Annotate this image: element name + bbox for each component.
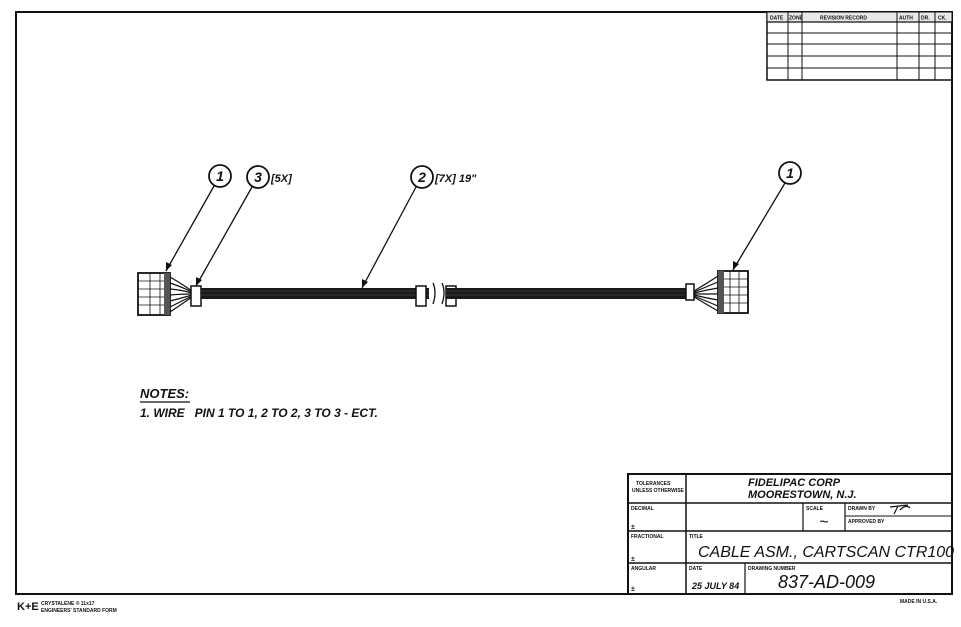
rev-header-record: REVISION RECORD bbox=[820, 16, 867, 22]
callouts: 1 3 [5X] 2 [7X] 19" 1 bbox=[165, 161, 802, 289]
left-connector bbox=[137, 272, 171, 316]
brand-line-2: ENGINEERS' STANDARD FORM bbox=[41, 608, 117, 614]
cable-assembly bbox=[137, 270, 749, 316]
company-location: MOORESTOWN, N.J. bbox=[748, 489, 857, 501]
made-in-label: MADE IN U.S.A. bbox=[900, 599, 938, 605]
rev-header-auth: AUTH bbox=[899, 16, 913, 22]
right-connector bbox=[717, 270, 749, 314]
callout-balloon bbox=[246, 165, 270, 189]
left-wire-fanout bbox=[169, 276, 193, 313]
notes-heading: NOTES: bbox=[140, 386, 189, 401]
leader-line bbox=[732, 182, 786, 271]
brand-line-1: CRYSTALENE ® 11x17 bbox=[41, 600, 95, 607]
revision-record-block: DATE ZONE REVISION RECORD AUTH DR. CK. bbox=[766, 11, 953, 81]
wire-bundle bbox=[446, 288, 686, 299]
callout-balloon bbox=[208, 164, 232, 188]
cable-tie bbox=[415, 285, 427, 307]
callout-number: 3 bbox=[254, 169, 262, 185]
approved-by-label: APPROVED BY bbox=[848, 519, 885, 525]
date-label: DATE bbox=[689, 566, 703, 572]
title-block: TOLERANCES UNLESS OTHERWISE FIDELIPAC CO… bbox=[627, 473, 954, 595]
cable-tie bbox=[685, 283, 695, 301]
rev-header-ck: CK. bbox=[938, 16, 947, 22]
right-wire-fanout bbox=[693, 275, 719, 312]
callout-label: [7X] 19" bbox=[434, 173, 477, 185]
fractional-pm: ± bbox=[631, 556, 635, 563]
drawing-number: 837-AD-009 bbox=[778, 572, 875, 592]
rev-header-dr: DR. bbox=[921, 16, 930, 22]
drawn-by-initials bbox=[889, 504, 911, 515]
leader-arrow bbox=[362, 279, 368, 288]
tolerances-sub: UNLESS OTHERWISE bbox=[632, 488, 685, 494]
note-item: 1. WIRE PIN 1 TO 1, 2 TO 2, 3 TO 3 - ECT… bbox=[140, 406, 378, 420]
decimal-pm: ± bbox=[631, 524, 635, 531]
rev-header-zone: ZONE bbox=[789, 16, 804, 22]
company-name: FIDELIPAC CORP bbox=[748, 477, 841, 489]
callout-balloon bbox=[410, 165, 434, 189]
drawing-number-label: DRAWING NUMBER bbox=[748, 566, 796, 572]
drawing-title: CABLE ASM., CARTSCAN CTR100 bbox=[698, 544, 954, 561]
leader-line bbox=[195, 186, 253, 287]
callout-number: 2 bbox=[417, 169, 426, 185]
footer: K+E CRYSTALENE ® 11x17 ENGINEERS' STANDA… bbox=[17, 599, 938, 614]
callout-label: [5X] bbox=[270, 173, 292, 185]
cable-tie bbox=[190, 285, 202, 307]
leader-line bbox=[361, 186, 417, 289]
leader-arrow bbox=[733, 261, 739, 270]
fractional-label: FRACTIONAL bbox=[631, 534, 664, 540]
leader-arrow bbox=[196, 277, 202, 286]
angular-pm: ± bbox=[631, 586, 635, 593]
scale-label: SCALE bbox=[806, 506, 824, 512]
rev-header-date: DATE bbox=[770, 16, 784, 22]
leader-arrow bbox=[166, 262, 172, 271]
scale-value: ~ bbox=[819, 514, 828, 531]
callout-balloon bbox=[778, 161, 802, 185]
wire-bundle bbox=[201, 288, 429, 299]
title-label: TITLE bbox=[689, 534, 704, 540]
leader-line bbox=[165, 185, 215, 272]
notes: NOTES: 1. WIRE PIN 1 TO 1, 2 TO 2, 3 TO … bbox=[140, 386, 378, 420]
angular-label: ANGULAR bbox=[631, 566, 656, 572]
brand-logo: K+E bbox=[17, 601, 39, 613]
tolerances-label: TOLERANCES bbox=[636, 481, 671, 487]
drawn-by-label: DRAWN BY bbox=[848, 506, 876, 512]
break-symbol bbox=[432, 282, 445, 305]
drawing-border bbox=[15, 11, 953, 595]
date-value: 25 JULY 84 bbox=[691, 581, 739, 591]
decimal-label: DECIMAL bbox=[631, 506, 654, 512]
callout-number: 1 bbox=[786, 165, 794, 181]
callout-number: 1 bbox=[216, 168, 224, 184]
